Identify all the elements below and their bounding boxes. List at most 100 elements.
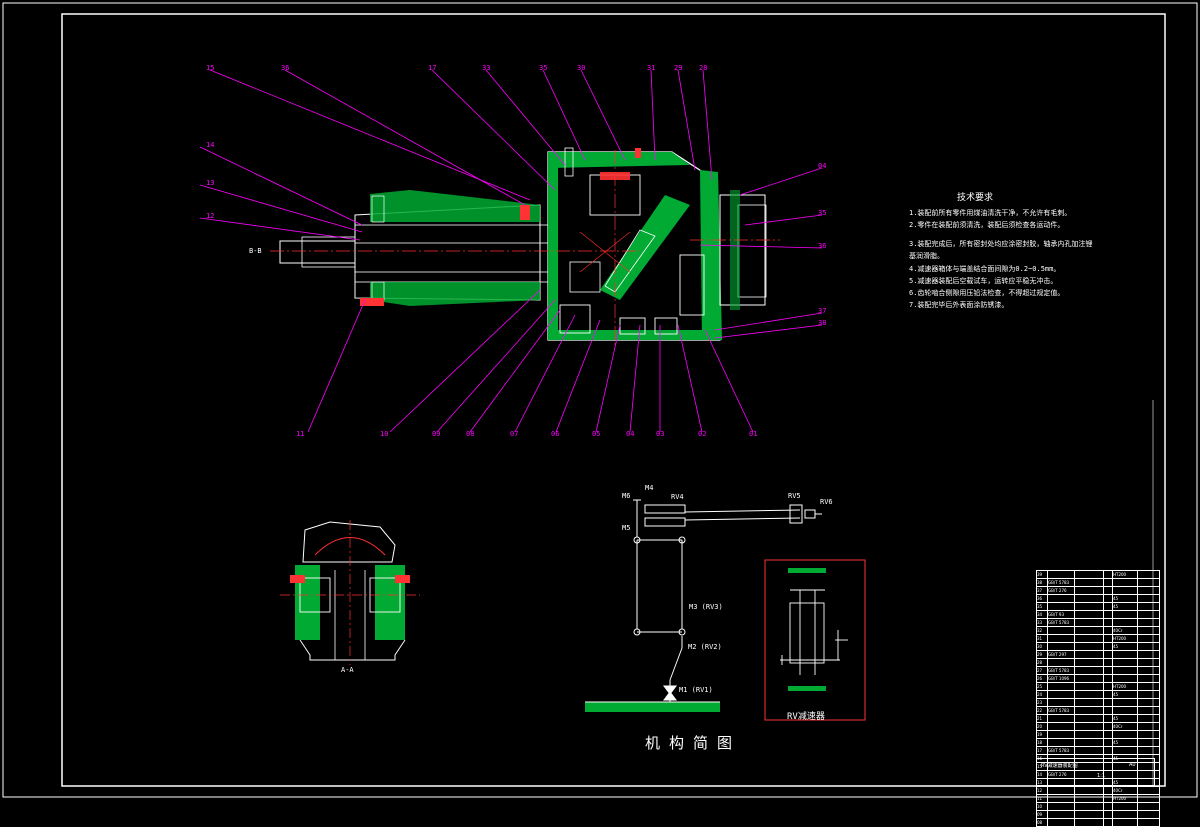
bom-cell	[1047, 594, 1075, 603]
bom-cell	[1103, 706, 1113, 715]
bom-cell	[1047, 602, 1075, 611]
balloon: 06	[551, 430, 560, 438]
balloon: 10	[380, 430, 389, 438]
bom-cell: 37	[1036, 586, 1048, 595]
bom-cell	[1103, 730, 1113, 739]
joint-label-m2: M2 (RV2)	[688, 643, 722, 651]
bom-cell: 19	[1036, 730, 1048, 739]
balloon: 08	[466, 430, 475, 438]
bom-cell	[1103, 650, 1113, 659]
bom-cell: 35	[1036, 602, 1048, 611]
outer-frame	[2, 2, 1198, 798]
balloon: 30	[577, 64, 586, 72]
joint-label-m4: M4	[645, 484, 654, 492]
bom-cell: GB/T 5783	[1047, 746, 1075, 755]
bom-cell	[1103, 810, 1113, 819]
bom-cell	[1047, 730, 1075, 739]
bom-cell: 45	[1112, 642, 1138, 651]
bom-cell	[1047, 642, 1075, 651]
rv-reducer-caption: RV减速器	[787, 712, 825, 722]
joint-label-rv6: RV6	[820, 498, 833, 506]
bom-cell	[1103, 786, 1113, 795]
bom-cell	[1074, 618, 1104, 627]
bom-cell: 27	[1036, 666, 1048, 675]
bom-row: 08	[1036, 818, 1160, 827]
bom-cell: 18	[1036, 738, 1048, 747]
joint-label-m1: M1 (RV1)	[679, 686, 713, 694]
bom-cell	[1074, 786, 1104, 795]
balloon: 17	[428, 64, 437, 72]
inner-frame	[61, 13, 1166, 787]
bom-cell: 45	[1112, 738, 1138, 747]
bom-cell: 40Cr	[1112, 786, 1138, 795]
view-b-label: B-B	[249, 247, 262, 255]
bom-cell	[1112, 618, 1138, 627]
bom-cell	[1074, 658, 1104, 667]
bom-cell: 39	[1036, 570, 1048, 579]
bom-cell	[1103, 658, 1113, 667]
bom-cell	[1074, 594, 1104, 603]
bom-cell	[1047, 722, 1075, 731]
balloon: 38	[818, 319, 827, 327]
balloon: 04	[818, 162, 827, 170]
main-assembly-view	[270, 147, 780, 345]
bom-cell	[1103, 642, 1113, 651]
bom-cell: GB/T 297	[1047, 650, 1075, 659]
bom-cell	[1112, 658, 1138, 667]
bom-cell	[1074, 810, 1104, 819]
bom-cell	[1074, 818, 1104, 827]
bom-cell	[1137, 618, 1160, 627]
bom-cell: 45	[1112, 594, 1138, 603]
bom-cell	[1137, 674, 1160, 683]
technical-note: 基润滑脂。	[909, 252, 944, 260]
bom-cell: 10	[1036, 802, 1048, 811]
balloon: 09	[432, 430, 441, 438]
sheet-size: A0	[1129, 762, 1136, 768]
bom-cell	[1103, 586, 1113, 595]
bom-cell	[1112, 810, 1138, 819]
bom-cell	[1103, 570, 1113, 579]
bom-cell: 25	[1036, 682, 1048, 691]
bom-cell	[1103, 618, 1113, 627]
technical-note: 7.装配完毕后外表面涂防锈漆。	[909, 301, 1009, 309]
bom-cell	[1112, 610, 1138, 619]
balloon: 12	[206, 212, 215, 220]
bom-cell	[1103, 594, 1113, 603]
leader-lines	[199, 69, 823, 433]
bom-cell	[1137, 818, 1160, 827]
balloon: 28	[699, 64, 708, 72]
bom-cell	[1137, 602, 1160, 611]
rv-reducer-schematic	[764, 559, 866, 721]
technical-note: 6.齿轮啮合侧隙用压铅法检查，不得超过规定值。	[909, 289, 1065, 297]
bom-cell	[1137, 610, 1160, 619]
bom-cell: GB/T 93	[1047, 610, 1075, 619]
bom-cell	[1103, 690, 1113, 699]
bom-cell	[1047, 698, 1075, 707]
technical-note: 3.装配完成后，所有密封处均应涂密封胶，轴承内孔加注锂	[909, 240, 1093, 248]
balloon: 31	[647, 64, 656, 72]
bom-row: 23	[1036, 698, 1160, 707]
bom-cell	[1074, 722, 1104, 731]
bom-cell	[1112, 818, 1138, 827]
bom-cell: 36	[1036, 594, 1048, 603]
bom-row: 36 45	[1036, 594, 1160, 603]
bom-cell: 33	[1036, 618, 1048, 627]
bom-cell	[1103, 714, 1113, 723]
bom-cell	[1137, 682, 1160, 691]
bom-cell	[1137, 794, 1160, 803]
scale-value: 1:1	[1097, 773, 1106, 779]
mechanism-caption: 机构简图	[645, 734, 742, 752]
bom-cell	[1137, 634, 1160, 643]
joint-label-rv5: RV5	[788, 492, 801, 500]
bom-cell	[1137, 802, 1160, 811]
